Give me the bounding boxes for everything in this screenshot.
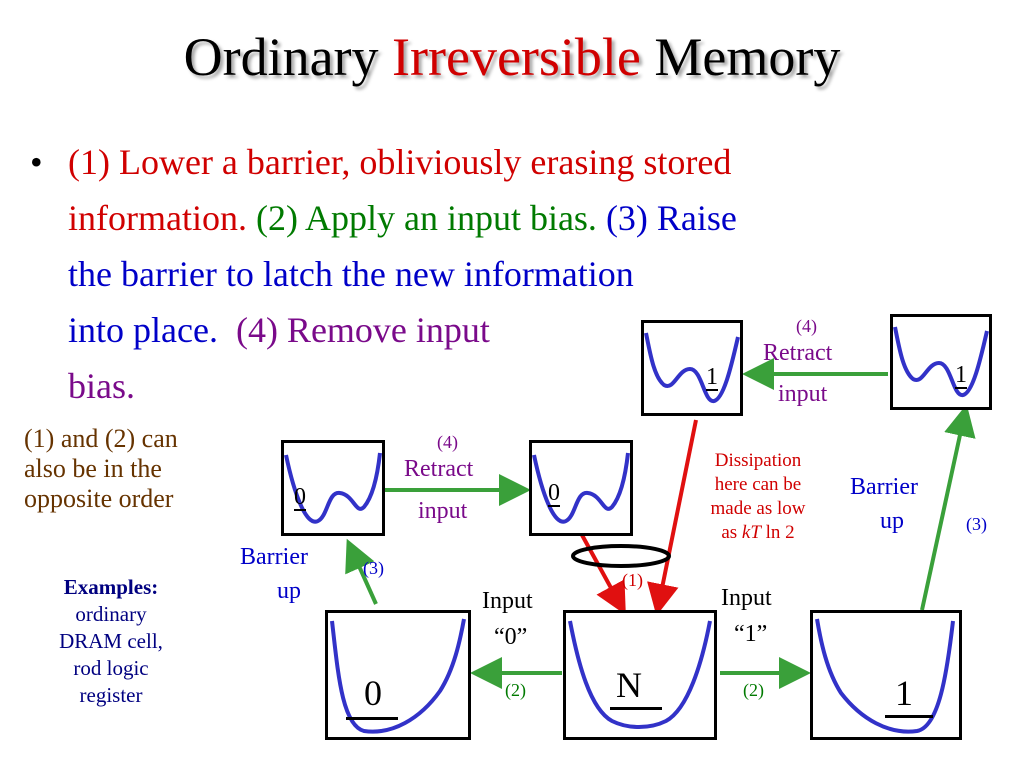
step3-text-c: into place. [68,310,218,350]
state-label: 0 [294,484,306,511]
bullet-line-3: the barrier to latch the new information [68,246,634,302]
input-0-label-1: Input [482,588,533,614]
state-box-top-left: 0 [281,440,385,536]
barrier-right-number: (3) [966,514,987,534]
side-note: (1) and (2) can also be in the opposite … [24,424,178,514]
potential-curve [568,620,712,729]
side-note-line-3: opposite order [24,484,174,513]
potential-curve [330,618,466,734]
examples-block: Examples: ordinary DRAM cell, rod logic … [36,574,186,709]
examples-line-3: rod logic [73,656,149,680]
dissipation-ellipse [571,544,671,568]
dissipation-ln2: ln 2 [760,522,795,543]
step4-text-a: (4) Remove input [235,310,490,350]
dissipation-line-2: here can be [714,474,802,495]
side-note-line-2: also be in the [24,454,162,483]
barrier-left-label-1: Barrier [240,544,308,570]
examples-line-1: ordinary [75,602,147,626]
dissipation-kt: kT [741,522,761,543]
dissipation-note: Dissipation here can be made as low as k… [688,449,828,545]
input-0-number: (2) [505,680,526,700]
bullet-line-1: (1) Lower a barrier, obliviously erasing… [68,134,731,190]
title-irreversible: Irreversible [392,27,641,87]
step3-text-b: the barrier to latch the new information [68,254,634,294]
step4-text-b: bias. [68,366,135,406]
retract-left-label-2: input [418,498,468,524]
state-box-bottom-left: 0 [325,610,471,740]
potential-curve [284,452,382,524]
input-1-number: (2) [743,680,764,700]
potential-curve [532,452,630,524]
bullet-line-5: bias. [68,358,135,414]
step1-text-a: (1) Lower a barrier, obliviously erasing… [68,142,732,182]
retract-left-label-1: Retract [404,456,474,482]
state-box-bottom-right: 1 [810,610,962,740]
examples-line-4: register [79,683,143,707]
state-level-line [610,707,662,710]
dissipation-as: as [721,522,742,543]
dissipation-line-4: as kT ln 2 [688,521,828,545]
state-label: 1 [955,362,967,389]
retract-left-number: (4) [437,432,458,452]
dissipation-line-1: Dissipation [714,450,802,471]
barrier-left-number: (3) [363,558,384,578]
state-box-bottom-mid: N [563,610,717,740]
state-label: 0 [548,480,560,507]
side-note-line-1: (1) and (2) can [24,424,178,453]
state-label: 1 [895,673,913,713]
step3-text-a: (3) Raise [605,198,737,238]
potential-curve [893,326,989,397]
potential-curve [815,618,955,734]
examples-line-2: DRAM cell, [59,629,163,653]
input-1-label-2: “1” [734,621,768,647]
retract-right-label-1: Retract [763,340,833,366]
retract-right-label-2: input [778,381,828,407]
erase-step-number: (1) [622,570,643,590]
retract-right-number: (4) [796,316,817,336]
input-1-label-1: Input [721,585,772,611]
state-box-top-mid: 0 [529,440,633,536]
state-level-line [885,715,933,718]
arrow-barrier-left [345,538,378,605]
barrier-right-label-1: Barrier [850,474,918,500]
bullet-line-4: into place. (4) Remove input [68,302,490,358]
state-label: 0 [364,673,382,713]
state-label: N [616,665,642,705]
state-label: 1 [706,364,718,391]
arrow-barrier-right [920,404,976,611]
barrier-left-label-2: up [277,578,301,604]
title-ordinary: Ordinary [183,27,393,87]
bullet-dot: • [30,142,43,182]
examples-heading: Examples: [63,575,159,599]
bullet-line-2: information. (2) Apply an input bias. (3… [68,190,737,246]
potential-curve [644,332,740,403]
step2-text: (2) Apply an input bias. [255,198,597,238]
state-level-line [346,717,398,720]
page-title: Ordinary Irreversible Memory [0,26,1024,88]
arrow-erase-from-1 [647,419,698,616]
input-0-label-2: “0” [494,624,528,650]
step1-text-b: information. [68,198,247,238]
barrier-right-label-2: up [880,508,904,534]
title-memory: Memory [640,27,841,87]
dissipation-line-3: made as low [710,498,806,519]
state-box-upper-right: 1 [890,314,992,410]
state-box-upper-mid: 1 [641,320,743,416]
